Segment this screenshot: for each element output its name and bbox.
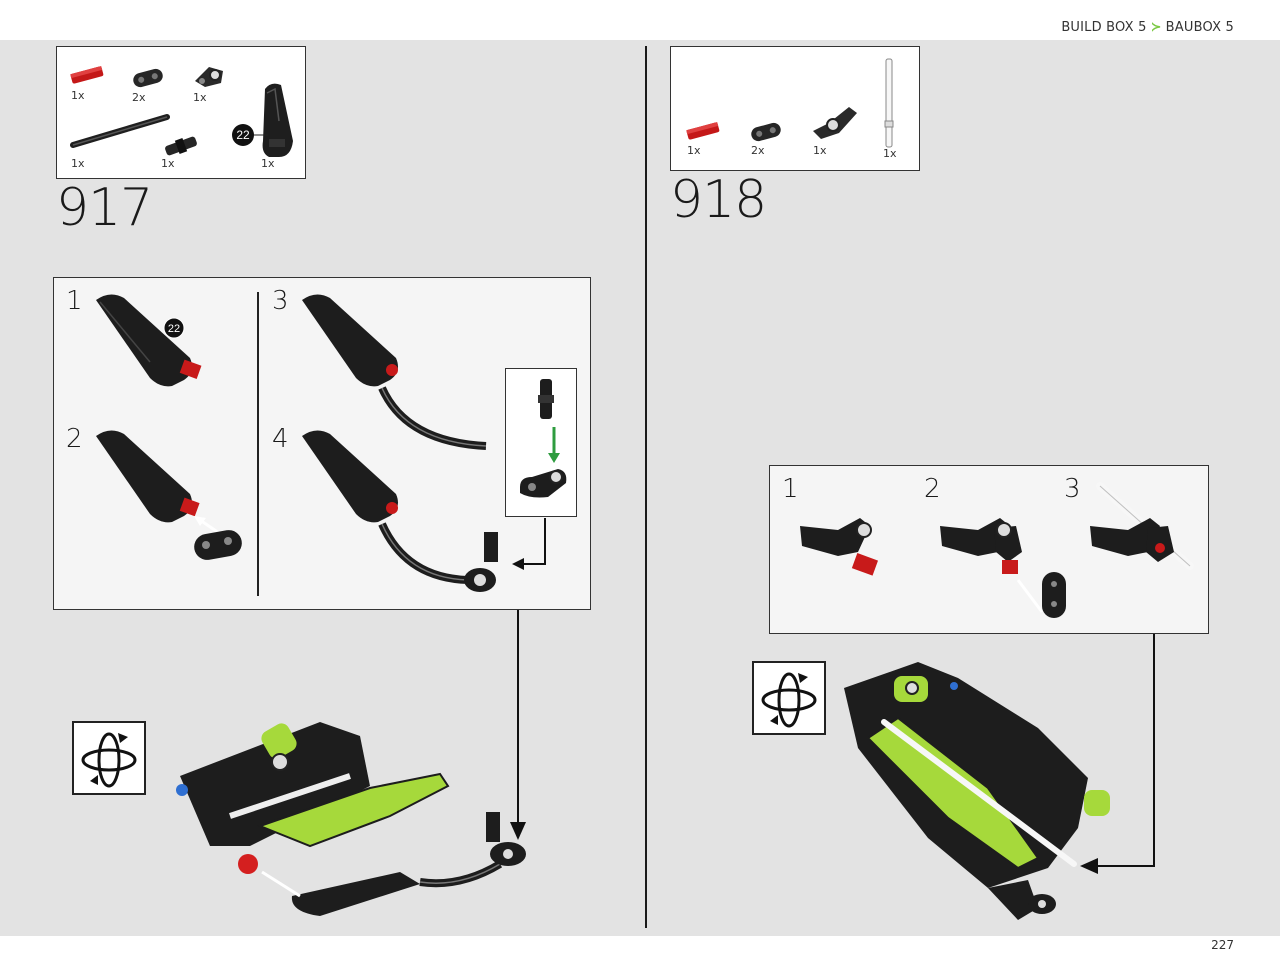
page-number: 227 xyxy=(1211,938,1234,952)
substep-divider xyxy=(257,292,259,596)
part-qty: 1x xyxy=(161,157,175,170)
axle-joiner-icon xyxy=(538,379,554,419)
part-qty: 1x xyxy=(71,157,85,170)
breadcrumb: BUILD BOX 5≻BAUBOX 5 xyxy=(1061,20,1234,35)
green-arrow-icon xyxy=(548,427,560,463)
connector-with-axle-3 xyxy=(1090,482,1194,570)
panel-assembly-2 xyxy=(96,430,242,560)
part-qty: 1x xyxy=(813,144,827,157)
callout-badge-text: 22 xyxy=(236,128,250,142)
axle-joiner-icon xyxy=(165,136,197,156)
breadcrumb-build-box: BUILD BOX 5 xyxy=(1061,20,1147,35)
assembly-arrow xyxy=(1080,634,1155,874)
inset-callout xyxy=(505,368,577,517)
angle-connector-icon xyxy=(813,107,857,139)
substep-number: 4 xyxy=(272,424,289,454)
part-qty: 1x xyxy=(883,147,897,160)
substep-number: 1 xyxy=(782,474,799,504)
main-assembly-917 xyxy=(176,722,526,916)
rotate-model-icon xyxy=(72,721,146,795)
page-footer xyxy=(0,936,1280,974)
step-number: 917 xyxy=(56,178,153,238)
step-number: 918 xyxy=(670,170,767,230)
panel-with-axle-3 xyxy=(302,294,487,450)
chevron-icon: ≻ xyxy=(1150,20,1162,35)
page-header: BUILD BOX 5≻BAUBOX 5 xyxy=(0,0,1280,40)
assembly-arrow xyxy=(510,610,526,840)
red-axle-pin-icon xyxy=(70,66,104,84)
part-qty: 2x xyxy=(132,91,146,104)
black-connector-icon xyxy=(133,68,163,88)
substep-number: 3 xyxy=(1064,474,1081,504)
angle-connector-icon xyxy=(195,67,223,87)
part-qty: 1x xyxy=(71,89,85,102)
substeps-box-917: 1 22 2 3 4 xyxy=(53,277,591,610)
white-axle-icon xyxy=(884,58,894,148)
part-qty: 1x xyxy=(261,157,275,170)
black-panel-icon xyxy=(262,83,293,157)
panel-with-connector-4 xyxy=(302,430,498,592)
substep-number: 2 xyxy=(66,424,83,454)
main-assembly-918 xyxy=(844,662,1110,920)
callout-badge: 22 xyxy=(232,124,268,146)
red-axle-pin-icon xyxy=(686,122,720,140)
column-divider xyxy=(645,46,647,928)
part-qty: 2x xyxy=(751,144,765,157)
callout-arrow xyxy=(512,518,546,570)
substep-number: 2 xyxy=(924,474,941,504)
rotate-model-icon xyxy=(752,661,826,735)
black-connector-icon xyxy=(751,122,781,142)
angle-connector-icon xyxy=(520,469,567,498)
part-qty: 1x xyxy=(193,91,207,104)
panel-assembly-1 xyxy=(96,294,202,387)
substep-number: 1 xyxy=(66,286,83,316)
callout-badge-text: 22 xyxy=(168,323,180,335)
breadcrumb-baubox: BAUBOX 5 xyxy=(1165,20,1234,35)
connector-assembly-2 xyxy=(940,518,1066,618)
callout-badge: 22 xyxy=(163,317,185,339)
substeps-box-918: 1 2 3 xyxy=(769,465,1209,634)
part-qty: 1x xyxy=(687,144,701,157)
parts-list-918: 1x 2x 1x 1x xyxy=(670,46,920,171)
connector-assembly-1 xyxy=(800,518,879,576)
substep-number: 3 xyxy=(272,286,289,316)
parts-list-917: 1x 2x 1x 1x 1x 22 1x xyxy=(56,46,306,179)
long-axle-icon xyxy=(70,114,170,148)
